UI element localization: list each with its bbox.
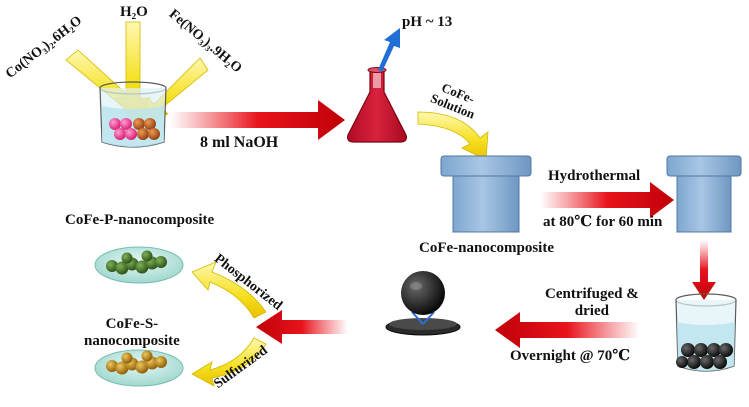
naoh-label: 8 ml NaOH (200, 134, 279, 151)
iron-particle (137, 128, 149, 140)
arrow-to-flask (170, 100, 345, 140)
phosphide-dish (94, 246, 184, 284)
arrow-phosphorize (191, 261, 267, 319)
water-label: H₂O (120, 4, 148, 20)
product-s-label: CoFe-S- nanocomposite (84, 316, 180, 349)
iron-particle (148, 128, 160, 140)
sulfide-dish (94, 349, 184, 387)
erlenmeyer-flask (347, 28, 407, 143)
centrifuged-label: Centrifuged & dried (545, 286, 639, 319)
arrow-sulfurize (191, 337, 267, 387)
iron-particle (133, 118, 145, 130)
overnight-label: Overnight @ 70℃ (510, 348, 631, 364)
ph-arrow (378, 28, 400, 72)
arrow-down-to-beaker (692, 240, 716, 300)
cobalt-particle (120, 118, 132, 130)
cobalt-particle (114, 128, 126, 140)
hydrothermal-label: Hydrothermal (548, 168, 641, 184)
product-p-label: CoFe-P-nanocomposite (65, 212, 215, 228)
arrow-to-products (256, 310, 348, 344)
autoclave-1 (440, 155, 532, 233)
cofe-nanocomposite-label: CoFe-nanocomposite (419, 240, 554, 256)
arrow-hydrothermal (540, 182, 674, 218)
arrow-to-autoclave (417, 111, 489, 161)
cobalt-particle (125, 128, 137, 140)
cobalt-particle (109, 118, 121, 130)
ph-label: pH ~ 13 (402, 14, 453, 30)
product-beaker (675, 293, 737, 372)
autoclave-2 (666, 155, 742, 233)
petri-dish-sample (385, 271, 461, 336)
arrow-centrifuge (495, 312, 640, 348)
iron-particle (144, 118, 156, 130)
reagent-beaker (65, 21, 209, 148)
hydrothermal-conditions-label: at 80℃ for 60 min (543, 214, 663, 230)
